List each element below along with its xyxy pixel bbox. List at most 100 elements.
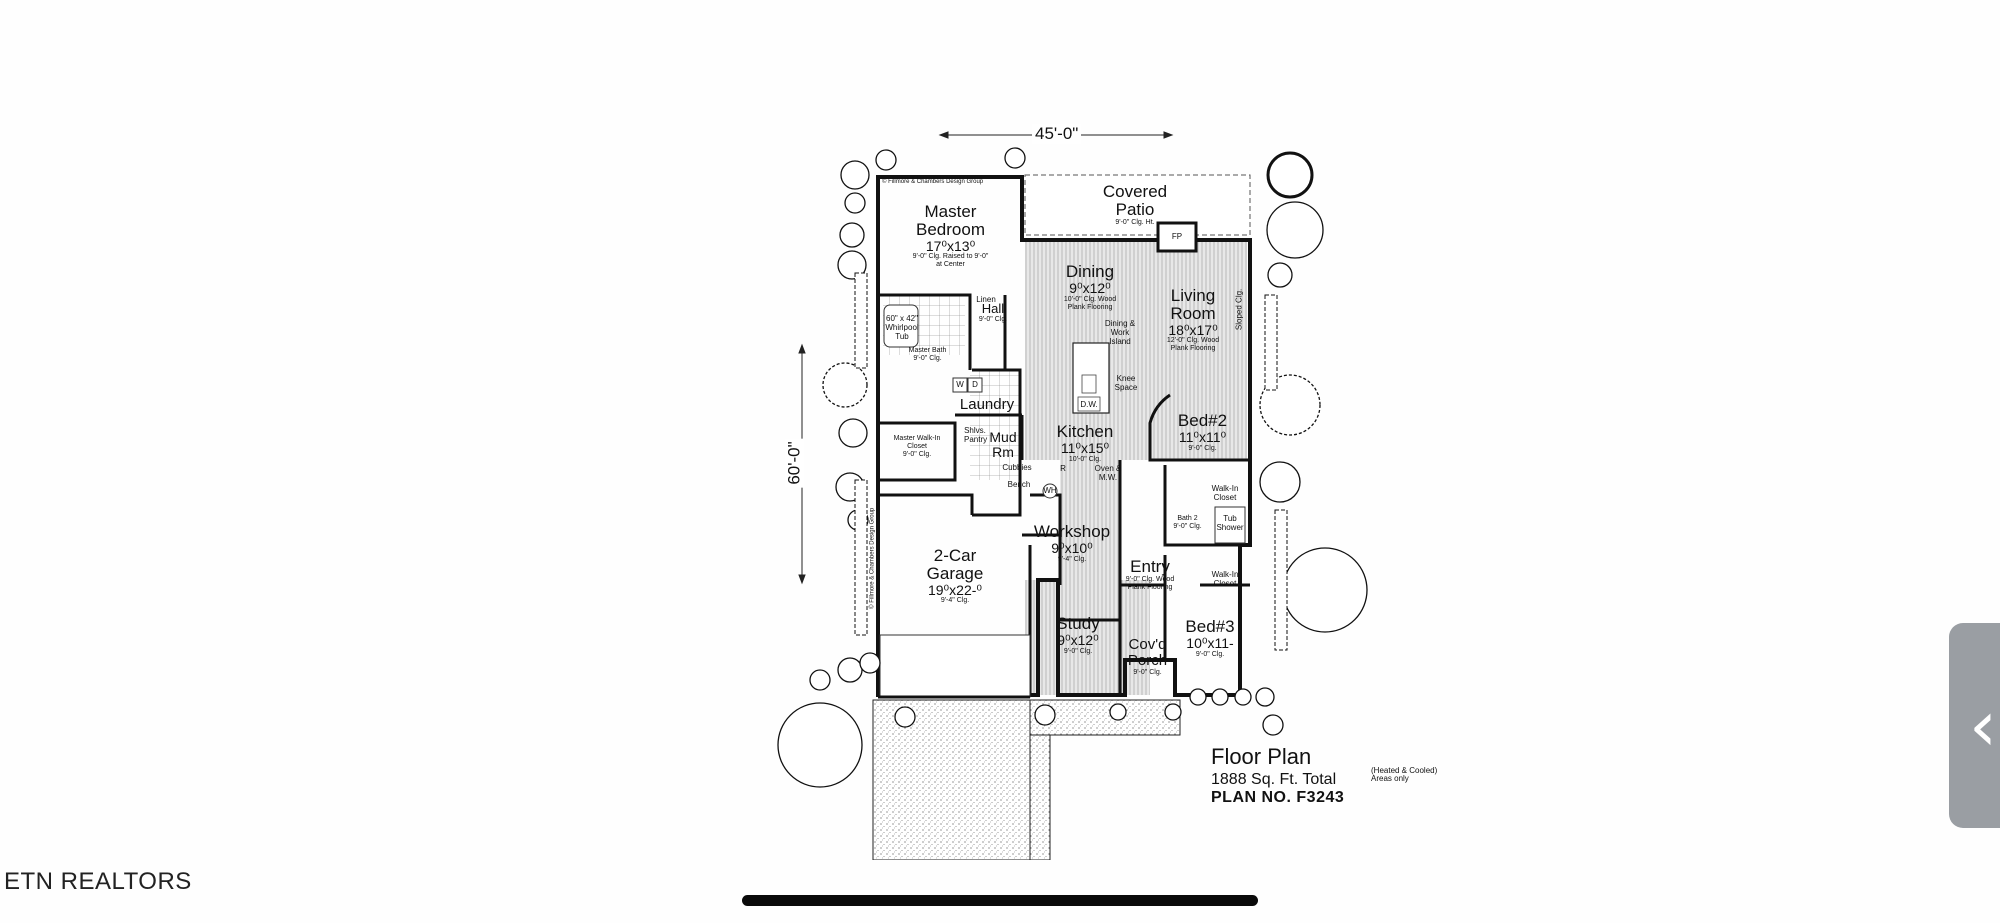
room-note: 9'-4" Clg. (1057, 555, 1087, 563)
label-fireplace: FP (1171, 232, 1183, 241)
driveway (872, 699, 1031, 860)
room-note: 9'-0" Clg. (1063, 647, 1093, 655)
room-name: Mud Rm (989, 429, 1017, 460)
interior-walls (878, 293, 1250, 695)
room-note: 12'-0" Clg. Wood Plank Flooring (1166, 337, 1220, 353)
landscaping (777, 147, 1368, 788)
area-note: (Heated & Cooled) Areas only (1371, 766, 1438, 784)
room-note: 9'-0" Clg. Wood Plank Flooring (1125, 575, 1175, 591)
room-dims: 19⁰x22-⁰ (927, 581, 983, 598)
room-covered-patio: Covered Patio 9'-0" Clg. Ht. (1060, 183, 1210, 227)
room-name: Entry (1130, 557, 1170, 576)
room-name: Covered Patio (1102, 182, 1168, 219)
front-walk (1029, 699, 1181, 736)
covered-patio-outline (1024, 174, 1251, 236)
label-dw: D.W. (1080, 400, 1098, 409)
room-note: 9'-4" Clg. (940, 597, 970, 605)
room-name: Bed#2 (1177, 411, 1228, 430)
label-knee-space: Knee Space (1114, 374, 1138, 392)
room-master-bedroom: Master Bedroom 17⁰x13⁰ 9'-0" Clg. Raised… (888, 203, 1013, 269)
room-dims: 18⁰x17⁰ (1168, 321, 1218, 338)
room-dining: Dining 9⁰x12⁰ 10'-0" Clg. Wood Plank Flo… (1040, 263, 1140, 312)
room-laundry: Laundry (952, 397, 1022, 413)
room-note: 9'-0" Clg. (913, 355, 942, 363)
room-name: 2-Car Garage (926, 546, 984, 583)
label-tub: 60" x 42" Whirlpool Tub (885, 314, 919, 341)
room-name: Hall (981, 301, 1005, 316)
room-note: 10'-0" Clg. Wood Plank Flooring (1063, 295, 1117, 311)
plan-number: PLAN NO. F3243 (1211, 789, 1345, 806)
room-bath2: Bath 2 9'-0" Clg. (1170, 515, 1205, 531)
room-name: Master Bath (908, 347, 947, 354)
label-oven: Oven & M.W. (1094, 464, 1122, 482)
room-name: Living Room (1170, 286, 1216, 323)
plan-title-block: Floor Plan 1888 Sq. Ft. Total PLAN NO. F… (1211, 744, 1437, 807)
fireplace (1156, 221, 1198, 253)
room-mud-rm: Mud Rm (988, 429, 1022, 460)
room-note: 9'-0" Clg. (1173, 523, 1202, 531)
room-dims: 11⁰x11⁰ (1178, 428, 1227, 445)
whirlpool-tub (883, 304, 919, 348)
room-note: 9'-0" Clg. (1188, 444, 1217, 452)
chevron-left-icon: ‹ (1969, 684, 1997, 767)
floor-plan-image: 45'-0" 60'-0" Covered Patio 9'-0" Clg. H… (760, 115, 1460, 860)
room-bed3: Bed#3 10⁰x11- 9'-0" Clg. (1170, 618, 1250, 659)
room-name: Bath 2 (1177, 515, 1198, 522)
room-dims: 10⁰x11- (1186, 634, 1234, 651)
room-name: Dining (1065, 262, 1115, 281)
room-name: Cov'd Porch (1127, 636, 1168, 669)
room-name: Laundry (959, 396, 1015, 413)
depth-dimension: 60'-0" (784, 438, 805, 488)
label-wh: WH (1043, 486, 1057, 495)
previous-image-button[interactable]: ‹ (1949, 623, 2000, 828)
room-name: Master Bedroom (916, 202, 985, 239)
brand-watermark: ETN REALTORS (4, 868, 192, 895)
label-sloped: Sloped Clg. (1234, 288, 1244, 331)
room-dims: 17⁰x13⁰ (925, 237, 976, 254)
plan-title: Floor Plan (1211, 744, 1312, 769)
label-island: Dining & Work Island (1104, 319, 1136, 346)
room-note: 9'-0" Clg. (902, 451, 932, 459)
room-master-bath: Master Bath 9'-0" Clg. (895, 347, 960, 363)
room-note: 9'-0" Clg. (1133, 668, 1162, 676)
width-dimension: 45'-0" (1032, 124, 1082, 144)
label-walkin-2: Walk-In Closet (1211, 570, 1239, 588)
room-note: 9'-0" Clg. Ht. (1115, 218, 1155, 226)
room-garage: 2-Car Garage 19⁰x22-⁰ 9'-4" Clg. (900, 547, 1010, 605)
room-name: Kitchen (1056, 422, 1114, 441)
label-cubbies: Cubbies (1002, 463, 1032, 472)
label-linen: Linen (976, 295, 996, 304)
label-pantry: Shlvs. Pantry (964, 426, 988, 444)
label-tub-shower: Tub Shower (1216, 514, 1244, 532)
label-walkin-1: Walk-In Closet (1211, 484, 1239, 502)
room-bed2: Bed#2 11⁰x11⁰ 9'-0" Clg. (1160, 412, 1245, 453)
room-note: 9'-0" Clg. Raised to 9'-0" at Center (912, 253, 989, 269)
great-room-floor (1025, 240, 1247, 460)
label-dryer: D (972, 380, 978, 389)
room-note: 10'-0" Clg. (1068, 455, 1102, 463)
room-dims: 9⁰x12⁰ (1069, 279, 1111, 296)
room-name: Bed#3 (1185, 617, 1235, 636)
room-name: Study (1056, 614, 1100, 633)
room-study: Study 9⁰x12⁰ 9'-0" Clg. (1038, 615, 1118, 656)
square-footage: 1888 Sq. Ft. Total (1211, 771, 1337, 788)
copyright-garage: © Fillmore & Chambers Design Group (869, 507, 876, 609)
room-entry: Entry 9'-0" Clg. Wood Plank Flooring (1110, 558, 1190, 592)
label-bench: Bench (1007, 480, 1031, 489)
room-dims: 9⁰x10⁰ (1051, 539, 1093, 556)
room-hall: Hall 9'-0" Clg. (973, 302, 1013, 324)
label-fridge: R (1060, 464, 1066, 473)
room-covd-porch: Cov'd Porch 9'-0" Clg. (1120, 637, 1175, 677)
room-workshop: Workshop 9⁰x10⁰ 9'-4" Clg. (1022, 523, 1122, 564)
home-indicator[interactable] (742, 895, 1258, 906)
floor-plan-drawing (777, 131, 1368, 860)
room-name: Workshop (1033, 522, 1111, 541)
room-note: 9'-0" Clg. (978, 315, 1008, 323)
copyright-top: © Fillmore & Chambers Design Group (882, 179, 984, 185)
room-master-closet: Master Walk-In Closet 9'-0" Clg. (886, 435, 948, 459)
room-note: 9'-0" Clg. (1195, 650, 1225, 658)
room-dims: 9⁰x12⁰ (1057, 631, 1099, 648)
hedges (854, 272, 1288, 651)
room-name: Master Walk-In Closet (893, 435, 941, 451)
